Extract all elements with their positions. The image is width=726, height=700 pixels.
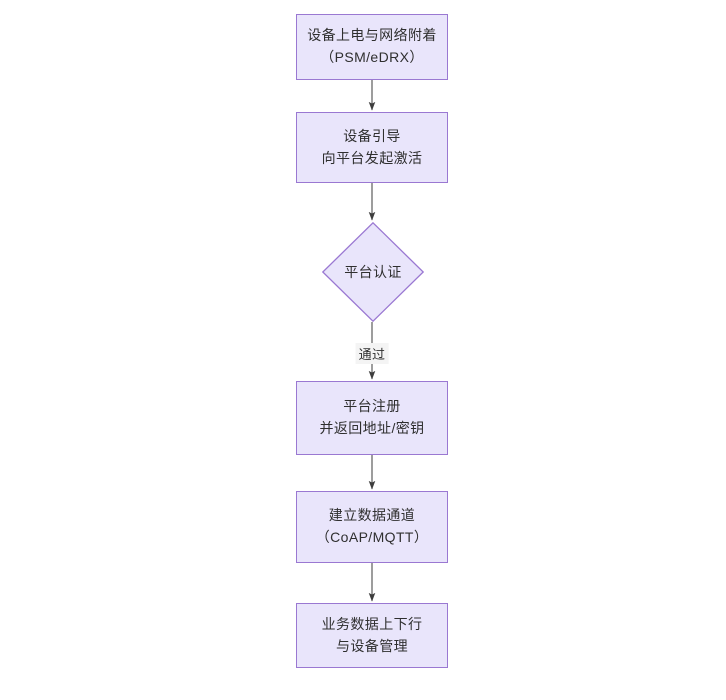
node-platform-auth[interactable]: 平台认证 (322, 222, 424, 322)
node-power-on-line-2: （PSM/eDRX） (320, 49, 424, 65)
node-data-channel-line-2: （CoAP/MQTT） (315, 529, 429, 545)
edge-label-pass: 通过 (355, 343, 389, 364)
node-data-channel[interactable]: 建立数据通道 （CoAP/MQTT） (296, 491, 448, 563)
node-bootstrap-line-2: 向平台发起激活 (321, 149, 423, 166)
node-platform-auth-label: 平台认证 (344, 264, 402, 280)
node-business-data[interactable]: 业务数据上下行 与设备管理 (296, 603, 448, 668)
node-data-channel-line-1: 建立数据通道 (328, 507, 416, 524)
node-power-on-line-1: 设备上电与网络附着 (307, 27, 437, 44)
node-platform-register[interactable]: 平台注册 并返回地址/密钥 (296, 381, 448, 455)
node-business-data-line-1: 业务数据上下行 (321, 615, 423, 632)
node-bootstrap[interactable]: 设备引导 向平台发起激活 (296, 112, 448, 183)
node-platform-register-line-2: 并返回地址/密钥 (319, 420, 425, 436)
node-bootstrap-line-1: 设备引导 (343, 127, 401, 144)
diamond-shape (322, 222, 424, 322)
node-platform-register-line-1: 平台注册 (343, 398, 401, 415)
node-business-data-line-2: 与设备管理 (336, 637, 408, 654)
node-power-on[interactable]: 设备上电与网络附着 （PSM/eDRX） (296, 14, 448, 80)
